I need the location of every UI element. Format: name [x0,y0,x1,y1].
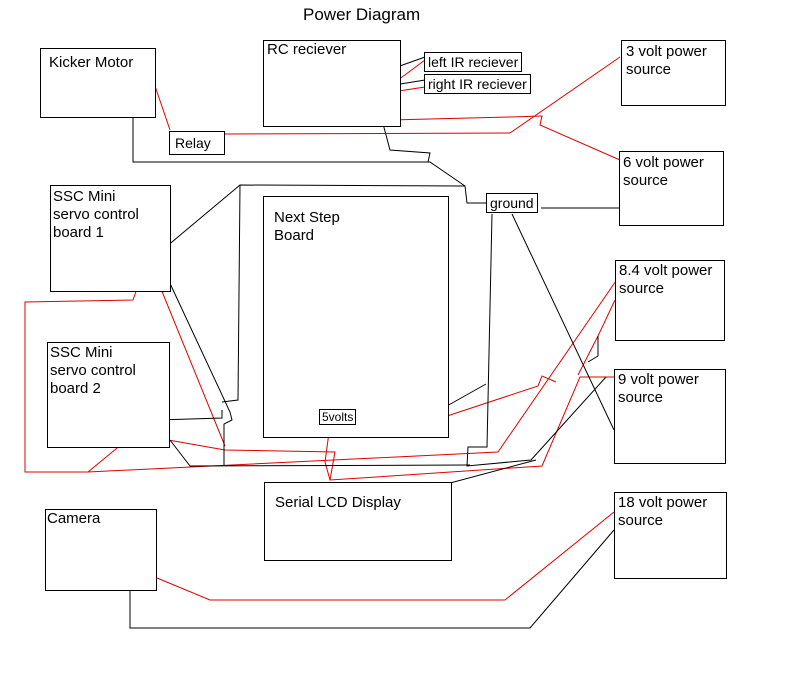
power-8-4v-box: 8.4 volt power source [615,260,725,341]
wire-camera-18v [144,511,615,601]
wire-ground-down [466,213,607,467]
power-18v-label: 18 volt power source [618,494,708,529]
next-step-board-box: Next Step Board [263,196,449,438]
wire-ssc1-lcd [149,261,226,447]
wire-bus-18v [87,277,619,473]
five-volts-label: 5volts [319,409,357,425]
camera-label: Camera [47,510,101,527]
ssc-board-1-box: SSC Mini servo control board 1 [50,185,171,292]
power-8-4v-label: 8.4 volt power source [619,262,713,297]
power-18v-box: 18 volt power source [614,492,727,579]
power-9v-box: 9 volt power source [614,369,726,464]
power-6v-label: 6 volt power source [623,154,704,189]
wire-kicker-ground [132,118,487,204]
wire-ssc2-bottom [169,439,471,467]
serial-lcd-label: Serial LCD Display [275,494,401,511]
next-step-board-label: Next Step Board [274,209,340,244]
kicker-motor-box: Kicker Motor [40,48,156,118]
wire-ssc1-8v [24,251,151,473]
wire-84v-loop [587,336,599,363]
wire-relay-3v [224,56,621,135]
rc-receiver-label: RC reciever [267,41,347,58]
relay-box: Relay [169,131,225,155]
wire-nextstep-9v [434,375,557,421]
ground-junction: ground [486,193,538,213]
ssc-board-1-label: SSC Mini servo control board 1 [53,188,139,241]
wire-frame-left [221,184,241,403]
diagram-title: Power Diagram [303,5,421,24]
ssc-board-2-box: SSC Mini servo control board 2 [47,342,170,448]
serial-lcd-box: Serial LCD Display [264,482,452,561]
camera-box: Camera [45,509,157,591]
ssc-board-2-label: SSC Mini servo control board 2 [50,344,136,397]
wire-ssc1-down [159,261,233,465]
power-3v-label: 3 volt power source [626,43,707,78]
left-ir-receiver: left IR reciever [424,52,523,72]
wire-ground-9v [511,213,615,431]
power-9v-label: 9 volt power source [618,371,699,406]
wire-rc-ground [381,119,431,163]
wire-18v-loop [577,299,616,376]
rc-receiver-box: RC reciever [263,40,401,127]
wire-camera-ground [129,529,615,629]
wire-rc-6v [389,115,621,161]
right-ir-receiver: right IR reciever [424,74,531,94]
kicker-motor-label: Kicker Motor [49,54,134,71]
power-6v-box: 6 volt power source [619,151,724,226]
wire-kicker-relay [154,85,171,131]
wire-ssc2-out [157,410,223,421]
power-3v-box: 3 volt power source [621,40,726,106]
